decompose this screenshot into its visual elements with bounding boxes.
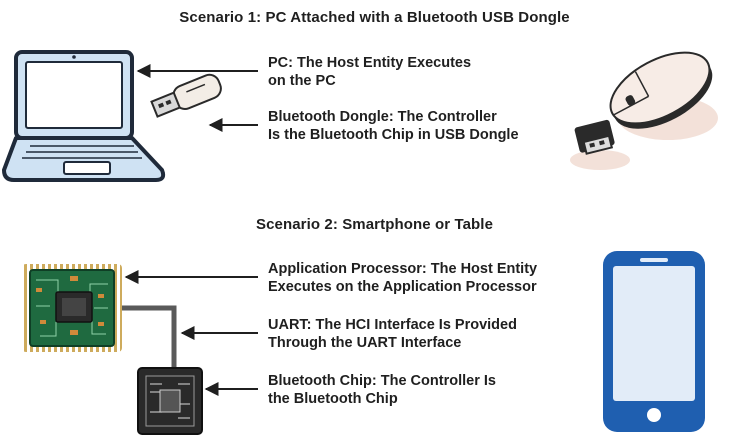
application-processor-pcb-icon bbox=[22, 264, 122, 352]
usb-dongle-icon bbox=[150, 73, 222, 118]
laptop-icon bbox=[2, 50, 166, 182]
ap-label-line1: Application Processor: The Host Entity bbox=[268, 261, 538, 277]
pc-label-line1: PC: The Host Entity Executes bbox=[268, 55, 472, 71]
uart-label: UART: The HCI Interface Is Provided Thro… bbox=[268, 316, 517, 352]
pc-label-line2: on the PC bbox=[268, 73, 336, 89]
dongle-label: Bluetooth Dongle: The Controller Is the … bbox=[268, 108, 519, 144]
pc-label: PC: The Host Entity Executes on the PC bbox=[268, 54, 471, 90]
mouse-with-dongle-icon bbox=[570, 51, 718, 170]
uart-connection-line bbox=[122, 305, 177, 372]
uart-label-line2: Through the UART Interface bbox=[268, 335, 462, 351]
ap-label-line2: Executes on the Application Processor bbox=[268, 279, 537, 295]
smartphone-icon bbox=[603, 251, 705, 432]
uart-label-line1: UART: The HCI Interface Is Provided bbox=[268, 317, 517, 333]
bluetooth-chip-label: Bluetooth Chip: The Controller Is the Bl… bbox=[268, 372, 496, 408]
scenario2-title: Scenario 2: Smartphone or Table bbox=[255, 216, 494, 233]
chip-label-line2: the Bluetooth Chip bbox=[268, 391, 398, 407]
scenario1-title: Scenario 1: PC Attached with a Bluetooth… bbox=[179, 9, 570, 26]
dongle-label-line2: Is the Bluetooth Chip in USB Dongle bbox=[268, 127, 519, 143]
chip-label-line1: Bluetooth Chip: The Controller Is bbox=[268, 373, 496, 389]
application-processor-label: Application Processor: The Host Entity E… bbox=[268, 260, 537, 296]
bluetooth-chip-icon bbox=[137, 367, 203, 435]
dongle-label-line1: Bluetooth Dongle: The Controller bbox=[268, 109, 497, 125]
